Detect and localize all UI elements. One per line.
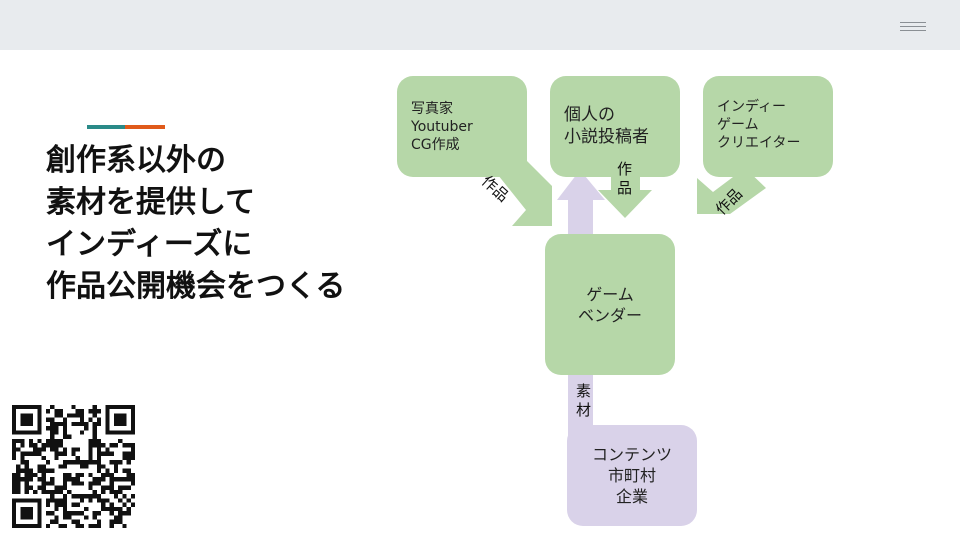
slide-title: 創作系以外の 素材を提供して インディーズに 作品公開機会をつくる bbox=[46, 140, 345, 308]
title-line: 素材を提供して bbox=[46, 185, 256, 220]
node-line: インディー bbox=[717, 99, 787, 115]
node-line: Youtuber bbox=[411, 119, 473, 135]
node-contents-providers: コンテンツ 市町村 企業 bbox=[567, 425, 697, 526]
works-label-novelists: 作 品 bbox=[617, 160, 632, 198]
label-char: 素 bbox=[576, 382, 592, 400]
node-indie-game-creators: インディー ゲーム クリエイター bbox=[703, 76, 833, 177]
qr-code[interactable] bbox=[12, 405, 135, 528]
node-line: 小説投稿者 bbox=[564, 127, 649, 147]
node-line: 写真家 bbox=[411, 101, 453, 117]
node-creators: 写真家 Youtuber CG作成 bbox=[397, 76, 527, 177]
node-novelists: 個人の 小説投稿者 bbox=[550, 76, 680, 177]
accent-line-teal bbox=[87, 125, 125, 129]
accent-line-orange bbox=[125, 125, 165, 129]
title-line: 作品公開機会をつくる bbox=[46, 269, 346, 304]
qr-modules bbox=[12, 405, 135, 528]
node-line: 企業 bbox=[615, 487, 648, 506]
hamburger-menu-icon[interactable] bbox=[900, 20, 926, 32]
node-line: 市町村 bbox=[607, 466, 656, 485]
label-char: 作 bbox=[617, 160, 633, 178]
title-line: インディーズに bbox=[46, 227, 253, 262]
node-line: 個人の bbox=[564, 105, 615, 125]
node-game-vendor: ゲーム ベンダー bbox=[545, 234, 675, 375]
node-line: ベンダー bbox=[577, 305, 642, 325]
node-line: クリエイター bbox=[717, 135, 801, 151]
node-line: CG作成 bbox=[411, 137, 460, 153]
title-line: 創作系以外の bbox=[46, 143, 226, 178]
node-line: ゲーム bbox=[586, 284, 634, 304]
node-line: コンテンツ bbox=[591, 445, 672, 464]
label-char: 品 bbox=[617, 179, 633, 197]
top-bar bbox=[0, 0, 960, 50]
material-label: 素 材 bbox=[576, 382, 591, 420]
label-char: 材 bbox=[576, 401, 592, 419]
works-arrow-indie bbox=[697, 168, 766, 214]
node-line: ゲーム bbox=[717, 117, 759, 133]
